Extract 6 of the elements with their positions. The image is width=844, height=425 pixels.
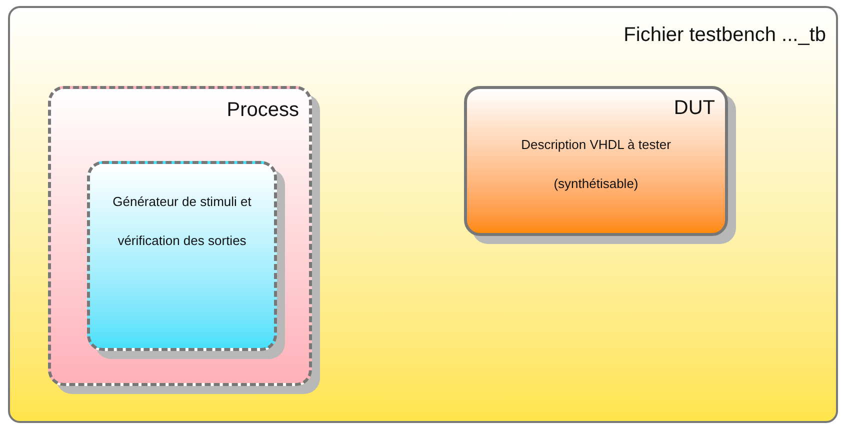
node-title: DUT (674, 96, 715, 121)
node-title: Fichier testbench ..._tb (624, 23, 826, 48)
node-title: Process (226, 98, 299, 123)
node-description: Description VHDL à tester (synthétisable) (520, 136, 672, 193)
node-title: Générateur de stimuli et vérification des sorties (112, 193, 252, 250)
testbench-file-frame (8, 6, 838, 423)
